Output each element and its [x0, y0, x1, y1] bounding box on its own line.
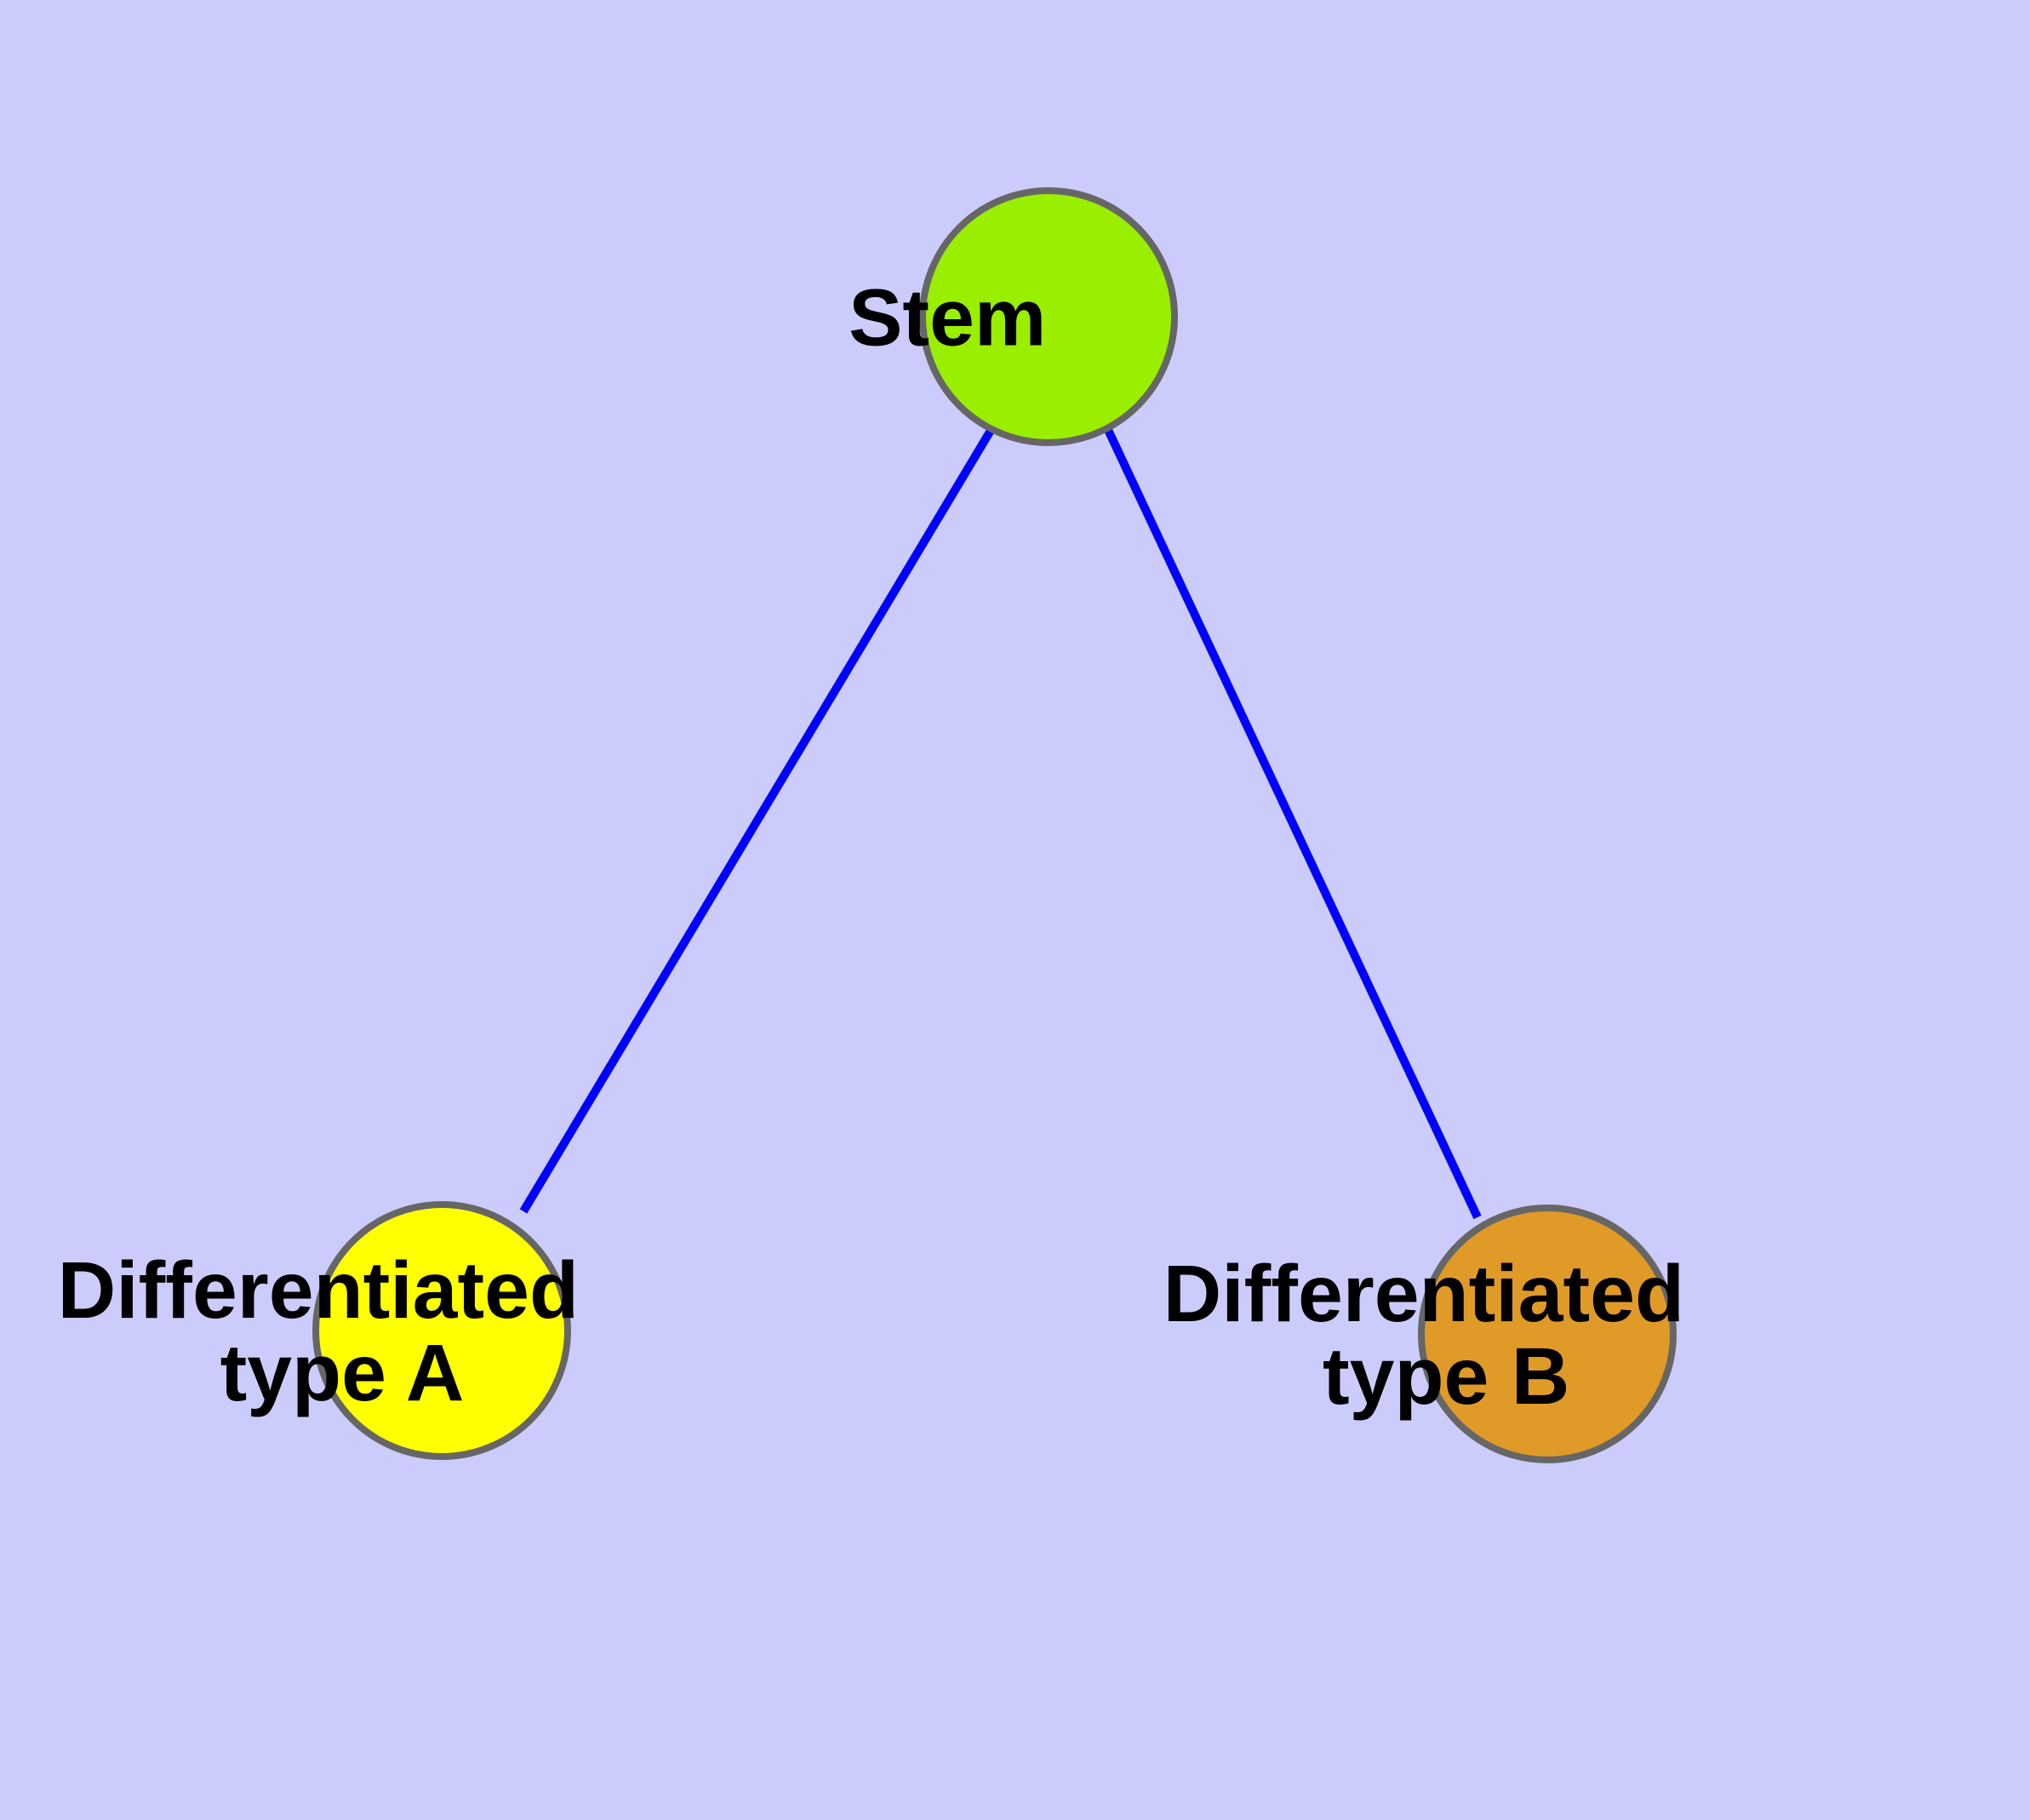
node-differentiated-type-a-label: Differentiated type A	[58, 1245, 826, 1418]
node-stem[interactable]: Stem	[849, 187, 1249, 446]
node-differentiated-type-b-circle[interactable]	[1418, 1205, 1677, 1463]
node-differentiated-type-b-label-line-1: Differentiated	[1163, 1249, 1684, 1339]
edge-stem-to-differentiated-type-a	[519, 426, 996, 1214]
node-stem-label-line-1: Stem	[849, 273, 1046, 363]
edges-layer	[519, 426, 1482, 1220]
node-differentiated-type-a-label-line-1: Differentiated	[58, 1245, 579, 1336]
node-differentiated-type-b[interactable]: Differentiated type B	[1163, 1205, 1932, 1463]
nodes-layer: Stem Differentiated type A Differentiate…	[58, 187, 1932, 1463]
edge-stem-to-differentiated-type-b	[1104, 427, 1482, 1220]
node-differentiated-type-b-label-line-2: type B	[1323, 1331, 1569, 1422]
node-differentiated-type-a-circle[interactable]	[312, 1201, 571, 1460]
node-differentiated-type-a-label-line-2: type A	[220, 1328, 463, 1418]
node-differentiated-type-b-label: Differentiated type B	[1163, 1249, 1932, 1422]
node-stem-circle[interactable]	[919, 187, 1178, 446]
node-stem-label: Stem	[849, 273, 1249, 363]
node-differentiated-type-a[interactable]: Differentiated type A	[58, 1201, 826, 1460]
